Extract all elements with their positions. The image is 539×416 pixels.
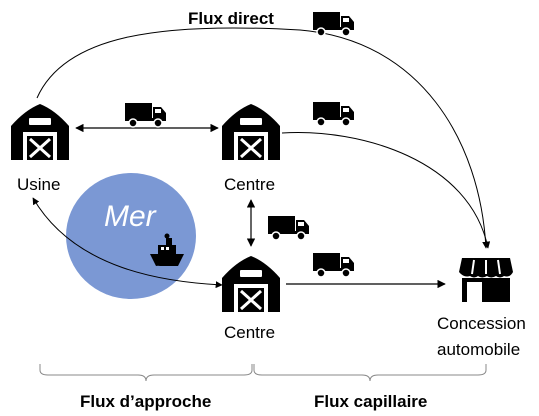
sea-route-curve [32, 197, 223, 289]
capillary-brace [253, 364, 487, 382]
warehouse-icon-usine [9, 102, 71, 162]
truck-icon-centre-centre [267, 215, 310, 241]
concession-label-line2: automobile [437, 340, 520, 359]
centre-top-label: Centre [224, 175, 275, 194]
direct-flow-curve [36, 27, 490, 249]
centre-top-to-concession-curve [281, 132, 491, 249]
warehouse-icon-centre-bottom [220, 254, 282, 314]
approach-brace [39, 364, 253, 382]
flux-direct-label: Flux direct [188, 9, 274, 28]
truck-icon-usine-centre [124, 102, 167, 128]
sea-label: Mer [104, 200, 157, 233]
truck-icon-direct [312, 11, 355, 37]
store-icon [459, 258, 513, 302]
centre-bottom-label: Centre [224, 323, 275, 342]
flux-approche-label: Flux d’approche [80, 392, 211, 411]
warehouse-icon-centre-top [220, 102, 282, 162]
truck-icon-centre-concession [312, 101, 355, 127]
concession-label-line1: Concession [437, 314, 526, 333]
flux-capillaire-label: Flux capillaire [314, 392, 427, 411]
truck-icon-capillary [312, 252, 355, 278]
usine-label: Usine [17, 175, 60, 194]
